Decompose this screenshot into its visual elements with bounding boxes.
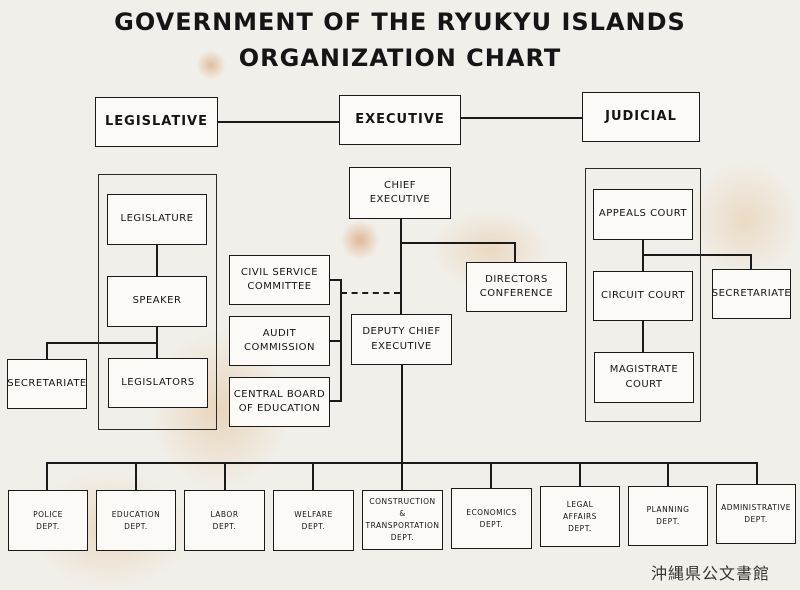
- education-dept-box: EDUCATION DEPT.: [96, 490, 176, 551]
- civil-service-committee-label: CIVIL SERVICE COMMITTEE: [240, 266, 319, 293]
- department-label: POLICE DEPT.: [33, 509, 63, 531]
- connector-line: [330, 340, 342, 342]
- chart-title: GOVERNMENT OF THE RYUKYU ISLANDS: [114, 8, 686, 36]
- connector-line: [46, 462, 48, 490]
- central-board-of-education-label: CENTRAL BOARD OF EDUCATION: [233, 388, 326, 415]
- legislature-box: LEGISLATURE: [107, 194, 207, 245]
- central-board-of-education-box: CENTRAL BOARD OF EDUCATION: [229, 377, 330, 427]
- connector-line: [756, 462, 758, 484]
- executive-box: EXECUTIVE: [339, 95, 461, 145]
- department-label: ECONOMICS DEPT.: [466, 507, 517, 529]
- chief-executive-label: CHIEF EXECUTIVE: [369, 179, 431, 206]
- department-label: EDUCATION DEPT.: [111, 509, 161, 531]
- circuit-court-box: CIRCUIT COURT: [593, 271, 693, 321]
- speaker-label: SPEAKER: [132, 295, 182, 307]
- connector-line: [667, 462, 669, 486]
- connector-line: [400, 242, 516, 244]
- department-label: ADMINISTRATIVE DEPT.: [721, 503, 791, 524]
- legislative-group-frame: [98, 174, 217, 430]
- administrative-dept-box: ADMINISTRATIVE DEPT.: [716, 484, 796, 544]
- connector-line: [750, 254, 752, 269]
- appeals-court-label: APPEALS COURT: [598, 208, 688, 220]
- connector-line: [217, 121, 339, 123]
- economics-dept-box: ECONOMICS DEPT.: [451, 488, 532, 549]
- connector-line: [340, 279, 342, 402]
- legal-affairs-dept-box: LEGAL AFFAIRS DEPT.: [540, 486, 620, 547]
- speaker-box: SPEAKER: [107, 276, 207, 327]
- welfare-dept-box: WELFARE DEPT.: [273, 490, 354, 551]
- connector-line: [401, 462, 403, 490]
- appeals-court-box: APPEALS COURT: [593, 189, 693, 240]
- connector-line: [400, 219, 402, 314]
- judicial-secretariate-box: SECRETARIATE: [712, 269, 791, 319]
- magistrate-court-box: MAGISTRATE COURT: [594, 352, 694, 403]
- connector-line: [514, 242, 516, 262]
- magistrate-court-label: MAGISTRATE COURT: [609, 364, 679, 390]
- archive-watermark: 沖縄県公文書館: [650, 564, 770, 583]
- judicial-label: JUDICIAL: [605, 108, 677, 124]
- deputy-chief-executive-box: DEPUTY CHIEF EXECUTIVE: [351, 314, 452, 365]
- connector-line: [156, 245, 158, 276]
- construction-transportation-dept-box: CONSTRUCTION & TRANSPORTATION DEPT.: [362, 490, 443, 550]
- circuit-court-label: CIRCUIT COURT: [601, 289, 685, 301]
- civil-service-committee-box: CIVIL SERVICE COMMITTEE: [229, 255, 330, 305]
- connector-line: [312, 462, 314, 490]
- legislative-label: LEGISLATIVE: [104, 113, 208, 129]
- connector-line: [224, 462, 226, 490]
- directors-conference-box: DIRECTORS CONFERENCE: [466, 262, 567, 312]
- department-label: LABOR DEPT.: [210, 509, 239, 531]
- connector-line: [330, 279, 342, 281]
- connector-line: [460, 117, 582, 119]
- coffee-stain: [340, 220, 380, 260]
- dashed-connector: [341, 292, 400, 294]
- connector-line: [401, 365, 403, 464]
- legislators-label: LEGISLATORS: [121, 376, 195, 388]
- judicial-secretariate-label: SECRETARIATE: [711, 287, 792, 299]
- police-dept-box: POLICE DEPT.: [8, 490, 88, 551]
- deputy-chief-executive-label: DEPUTY CHIEF EXECUTIVE: [362, 326, 441, 352]
- judicial-box: JUDICIAL: [582, 92, 700, 142]
- legislative-box: LEGISLATIVE: [95, 97, 218, 147]
- executive-label: EXECUTIVE: [355, 111, 445, 127]
- coffee-stain: [690, 160, 800, 280]
- legislature-label: LEGISLATURE: [120, 213, 194, 225]
- legislators-box: LEGISLATORS: [108, 358, 208, 408]
- audit-commission-label: AUDIT COMMISSION: [243, 327, 316, 354]
- connector-line: [135, 462, 137, 490]
- directors-conference-label: DIRECTORS CONFERENCE: [479, 273, 554, 300]
- legislative-secretariate-box: SECRETARIATE: [7, 359, 87, 409]
- legislative-secretariate-label: SECRETARIATE: [7, 377, 87, 389]
- connector-line: [46, 342, 48, 359]
- chief-executive-box: CHIEF EXECUTIVE: [349, 167, 451, 219]
- department-label: LEGAL AFFAIRS DEPT.: [563, 499, 597, 533]
- department-label: WELFARE DEPT.: [294, 509, 333, 531]
- planning-dept-box: PLANNING DEPT.: [628, 486, 708, 546]
- connector-line: [642, 254, 752, 256]
- labor-dept-box: LABOR DEPT.: [184, 490, 265, 551]
- connector-line: [330, 400, 342, 402]
- connector-line: [46, 342, 158, 344]
- connector-line: [579, 462, 581, 486]
- department-label: PLANNING DEPT.: [646, 505, 690, 526]
- department-label: CONSTRUCTION & TRANSPORTATION DEPT.: [365, 497, 440, 542]
- judicial-group-frame: [585, 168, 701, 422]
- audit-commission-box: AUDIT COMMISSION: [229, 316, 330, 366]
- connector-line: [642, 321, 644, 352]
- chart-subtitle: ORGANIZATION CHART: [238, 44, 562, 72]
- connector-line: [490, 462, 492, 490]
